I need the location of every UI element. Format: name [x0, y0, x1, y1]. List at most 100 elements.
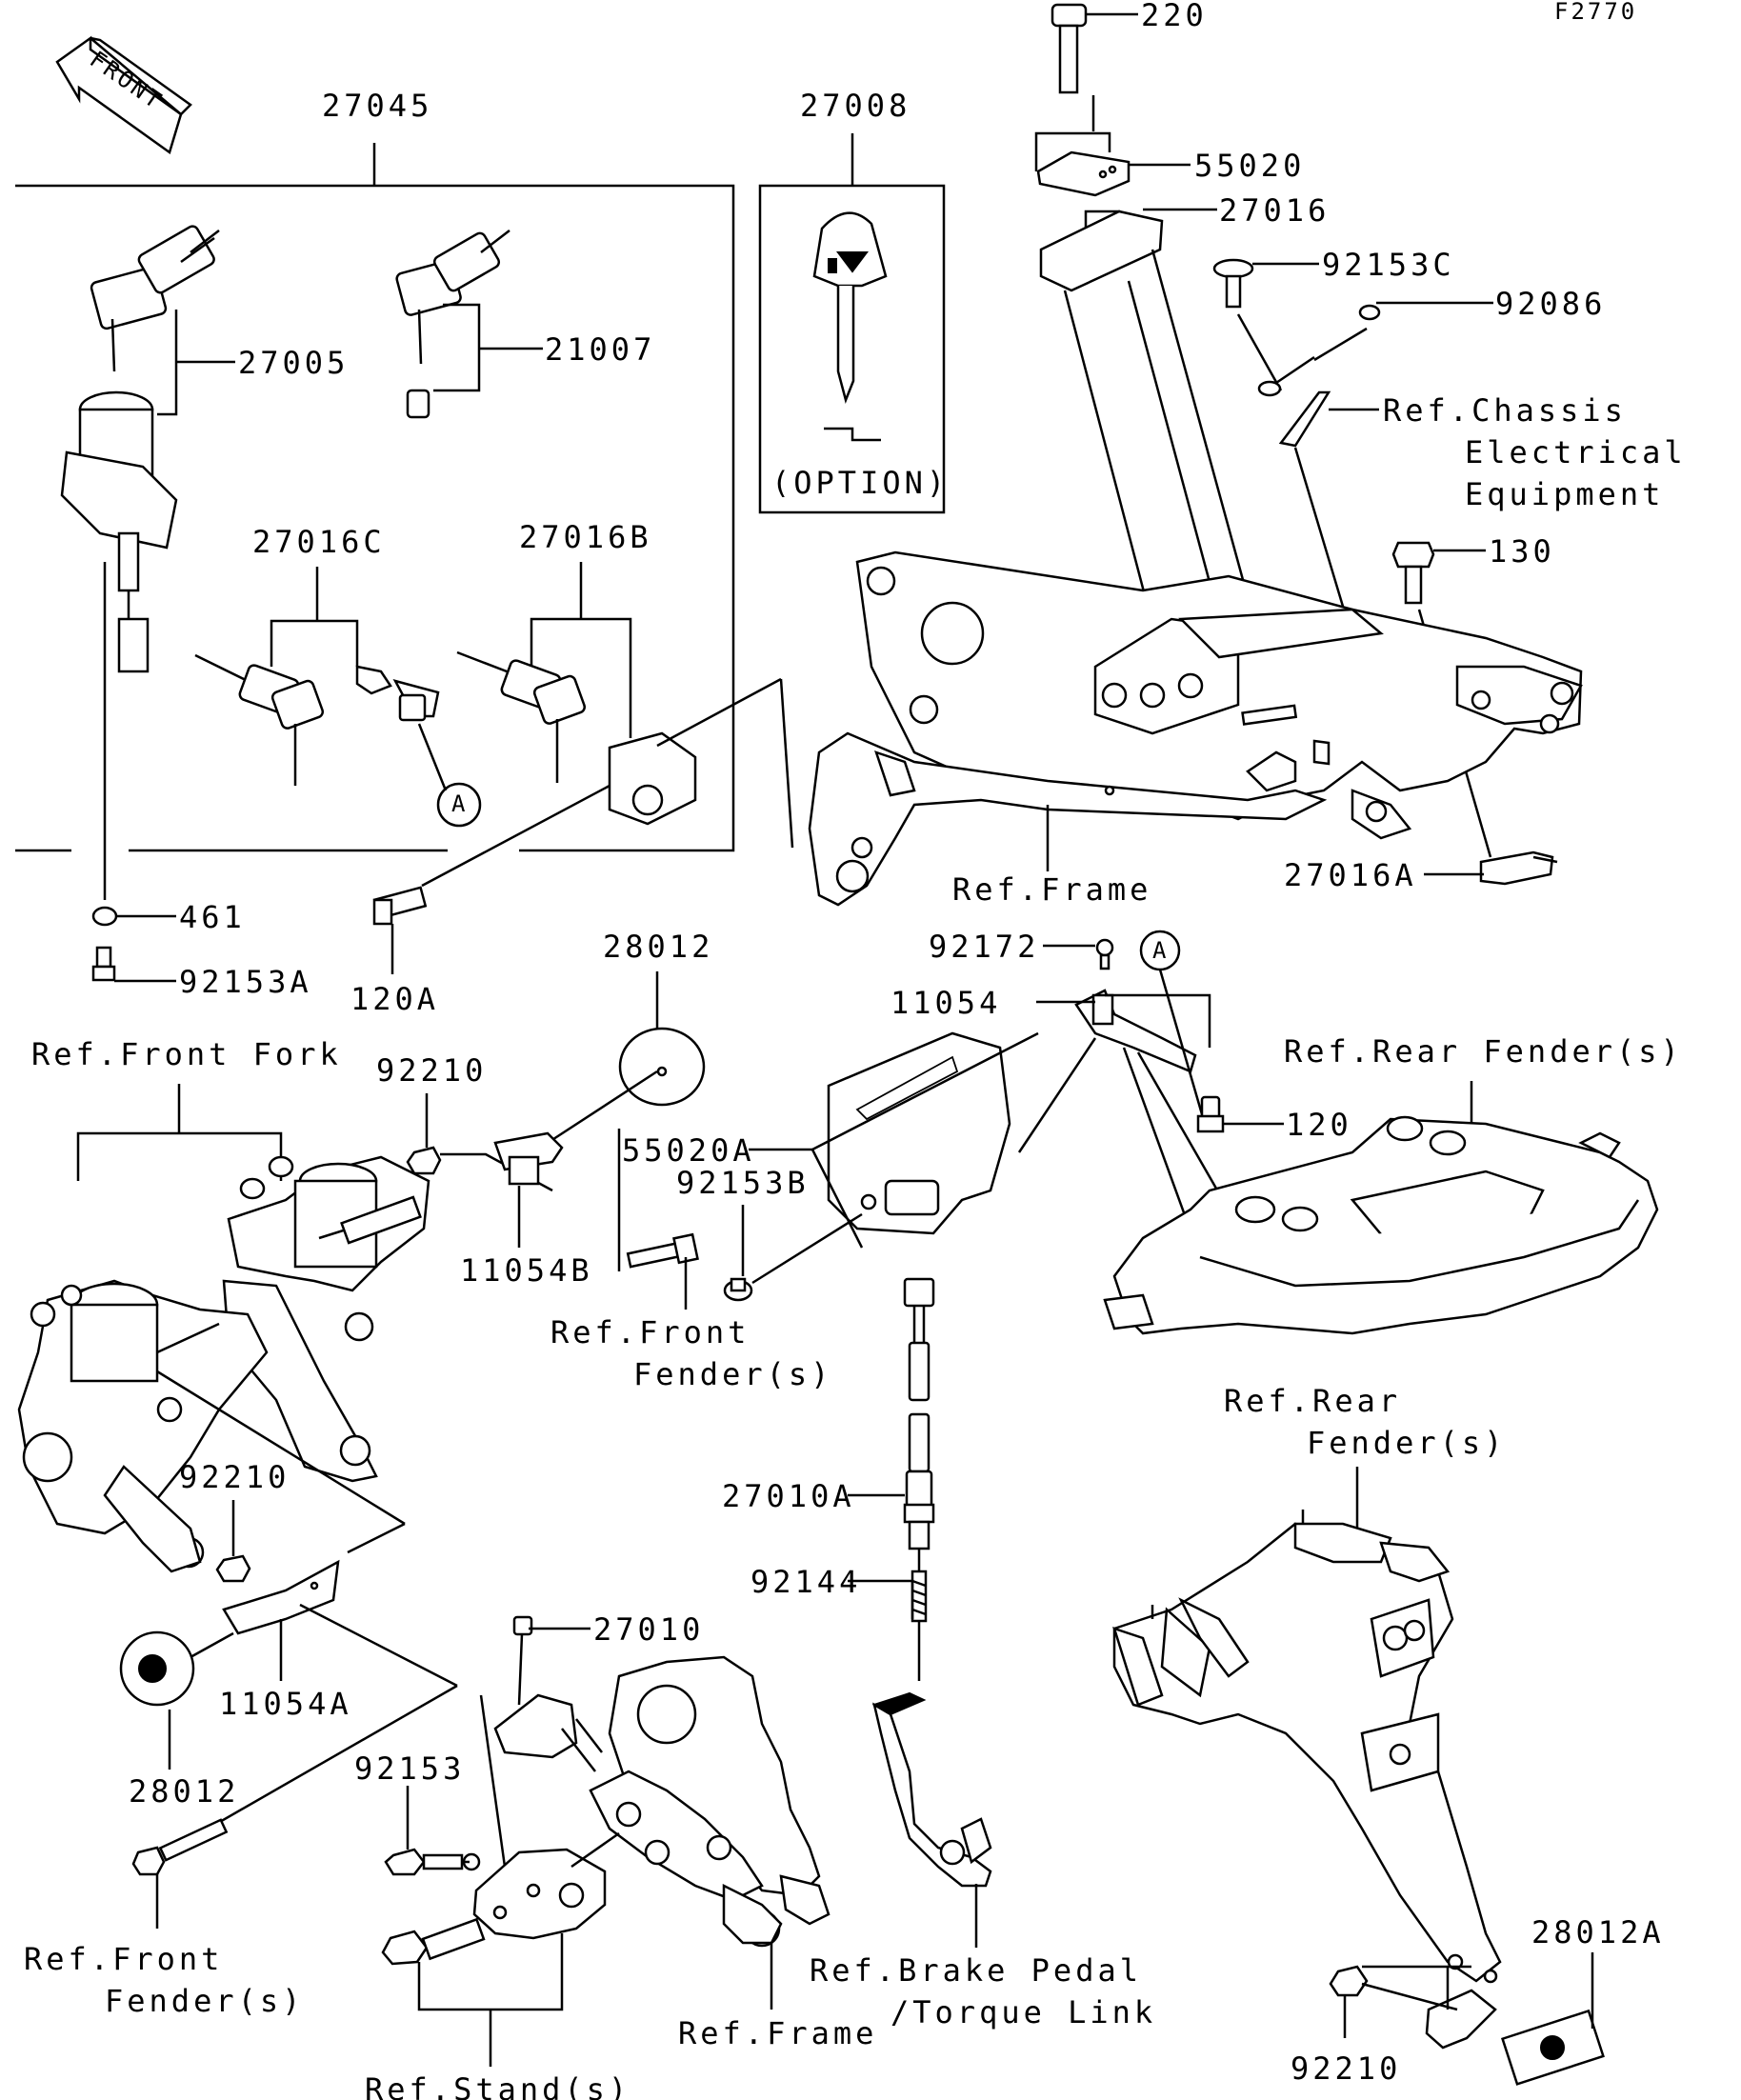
bracket-27016A-icon: [1479, 850, 1558, 886]
callout-a-icon: A: [451, 790, 468, 817]
key-set-27016C-icon: A: [194, 653, 482, 828]
screw-92153B-icon: [723, 1277, 753, 1302]
ref-frame-top: Ref.Frame: [952, 871, 1151, 908]
lock-27016-icon: [1039, 210, 1164, 292]
washer-461-icon: [91, 906, 118, 927]
label-120: 120: [1286, 1107, 1352, 1143]
bracket-55020-icon: [1036, 150, 1131, 197]
switch-27010A-icon: [903, 1277, 935, 1550]
kit-27045-group: 27045: [15, 88, 735, 852]
chassis-ref-part-icon: [1278, 390, 1331, 448]
screw-92153A-icon: [91, 946, 116, 982]
ref-front-fender-bottom-line2: Fender(s): [105, 1983, 304, 2019]
nut-92210-bottom-icon: [1329, 1965, 1369, 1997]
label-27010: 27010: [593, 1611, 704, 1648]
label-130: 130: [1489, 533, 1555, 570]
bolt-front-fender-bottom-icon: [131, 1818, 229, 1876]
cover-55020A-icon: [827, 1031, 1011, 1235]
label-92153C: 92153C: [1322, 247, 1455, 283]
label-92153: 92153: [354, 1750, 465, 1787]
label-27045: 27045: [322, 88, 432, 124]
key-27008-icon: [812, 211, 888, 442]
screw-92153C-icon: [1212, 258, 1254, 309]
key-set-21007-icon: [395, 230, 510, 419]
ref-rear-fender-bottom-line1: Ref.Rear: [1224, 1383, 1401, 1419]
figure-code: F2770: [1554, 0, 1637, 25]
label-92210-mid: 92210: [179, 1459, 290, 1495]
screw-92172-icon: [1095, 938, 1114, 970]
cover-28012-top-icon: [618, 1027, 706, 1107]
label-92144: 92144: [750, 1564, 861, 1600]
ref-chassis-line2: Electrical: [1465, 434, 1687, 470]
label-28012-top: 28012: [603, 929, 713, 965]
bolt-92153-icon: [384, 1848, 464, 1876]
label-27010A: 27010A: [722, 1478, 855, 1514]
kit-27008-group: 27008 (OPTION): [758, 88, 949, 514]
ref-stand: Ref.Stand(s): [365, 2071, 630, 2100]
label-461: 461: [179, 899, 246, 935]
label-120A: 120A: [350, 981, 439, 1017]
callout-a-right-letter: A: [1152, 937, 1169, 964]
front-arrow-icon: FRONT: [55, 35, 192, 155]
bracket-11054B-icon: [493, 1131, 564, 1186]
ref-brake-pedal-line2: /Torque Link: [891, 1994, 1156, 2030]
label-92153B: 92153B: [676, 1165, 810, 1201]
bolt-120A-icon: [372, 886, 428, 926]
frame-top-icon: [808, 550, 1583, 907]
key-set-27005-icon: [60, 225, 220, 673]
bracket-11054A-icon: [222, 1559, 340, 1635]
label-27016: 27016: [1219, 192, 1330, 229]
label-220: 220: [1141, 0, 1208, 33]
bolt-130-icon: [1391, 541, 1435, 605]
ref-front-fender-mid-line2: Fender(s): [633, 1356, 832, 1392]
stand-bracket-icon: [462, 1848, 607, 1940]
label-plate-28012A-icon: [1500, 2009, 1605, 2086]
spring-92144-icon: [911, 1549, 928, 1681]
ref-chassis-line3: Equipment: [1465, 476, 1664, 512]
label-28012A: 28012A: [1531, 1914, 1665, 1950]
bolt-220-icon: [1051, 3, 1088, 94]
ref-front-fork: Ref.Front Fork: [31, 1036, 342, 1072]
frame-bottom-icon: [589, 1655, 830, 1948]
cable-92086-icon: [1257, 304, 1381, 397]
label-55020: 55020: [1194, 148, 1305, 184]
ref-brake-pedal-line1: Ref.Brake Pedal: [810, 1952, 1142, 1989]
switch-27010-icon: [493, 1615, 603, 1772]
label-21007: 21007: [545, 331, 655, 368]
ref-chassis-line1: Ref.Chassis: [1383, 392, 1627, 429]
rear-fender-bottom-icon: [1112, 1510, 1502, 2050]
ref-rear-fender-top: Ref.Rear Fender(s): [1284, 1033, 1683, 1070]
label-92210-bottom: 92210: [1291, 2050, 1401, 2087]
ref-rear-fender-bottom-line2: Fender(s): [1307, 1425, 1506, 1461]
label-11054A: 11054A: [219, 1686, 352, 1722]
label-27005: 27005: [238, 345, 349, 381]
label-27016C: 27016C: [252, 524, 386, 560]
nut-92210-mid-icon: [215, 1554, 251, 1583]
bolt-front-fender-mid-icon: [626, 1232, 699, 1269]
callout-a-right-icon: A: [1139, 930, 1181, 971]
label-11054B: 11054B: [460, 1252, 593, 1289]
ref-front-fender-bottom-line1: Ref.Front: [24, 1941, 223, 1977]
label-92153A: 92153A: [179, 964, 312, 1000]
brake-pedal-icon: [871, 1691, 992, 1888]
label-92172: 92172: [929, 929, 1039, 965]
ref-front-fender-mid-line1: Ref.Front: [550, 1314, 750, 1350]
option-label: (OPTION): [771, 465, 949, 501]
label-92086: 92086: [1495, 286, 1606, 322]
label-28012-bottom: 28012: [129, 1773, 239, 1810]
key-set-27016B-icon: [456, 650, 697, 826]
nut-92210-top-icon: [406, 1146, 442, 1175]
label-27016B: 27016B: [519, 519, 652, 555]
label-92210-top: 92210: [376, 1052, 487, 1089]
cover-28012-bottom-icon: [119, 1630, 195, 1707]
rear-fender-top-icon: [1103, 1115, 1659, 1335]
bolt-stand-icon: [381, 1917, 486, 1966]
label-27016A: 27016A: [1284, 857, 1417, 893]
label-27008: 27008: [800, 88, 911, 124]
label-11054: 11054: [891, 985, 1001, 1021]
label-55020A: 55020A: [622, 1132, 755, 1169]
ref-frame-bottom: Ref.Frame: [678, 2015, 877, 2051]
screw-120-icon: [1196, 1095, 1225, 1133]
front-fork-icon: [17, 1155, 430, 1573]
